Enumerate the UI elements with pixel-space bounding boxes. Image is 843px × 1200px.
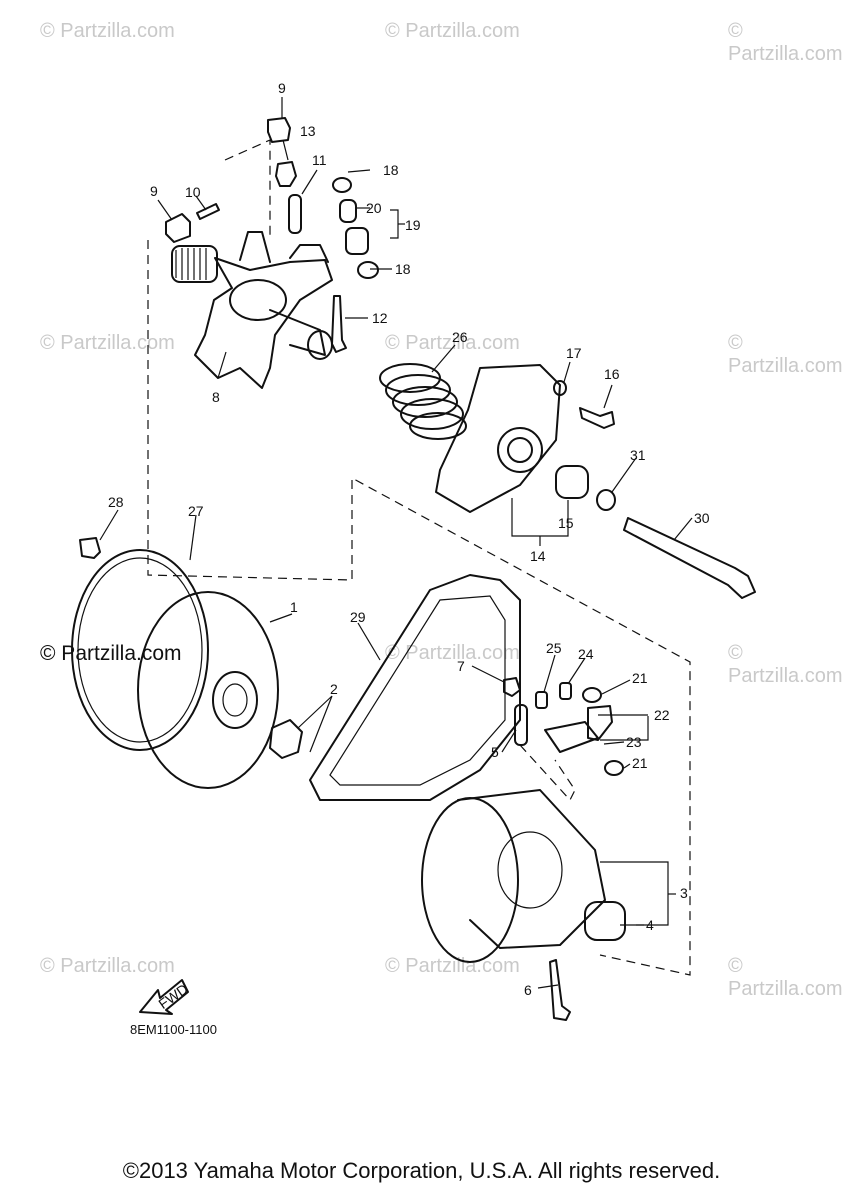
arm-part-22	[587, 705, 613, 741]
bolt-part-6	[549, 959, 571, 1021]
leader-lines	[99, 97, 693, 989]
washer-part-21-bottom	[604, 760, 624, 776]
callout-label: 23	[626, 734, 642, 750]
watermark-lower-center: © Partzilla.com	[385, 642, 520, 664]
callout-label: 13	[300, 123, 316, 139]
callout-label: 26	[452, 329, 468, 345]
copyright-notice: ©2013 Yamaha Motor Corporation, U.S.A. A…	[122, 1158, 721, 1183]
callout-label: 18	[395, 261, 411, 277]
callout-label: 10	[185, 184, 201, 200]
callout-label: 30	[694, 510, 710, 526]
ring-gear-part-27	[71, 549, 209, 751]
pin-part-10	[196, 203, 220, 220]
cover-plate-part-14	[435, 364, 561, 513]
callout-label: 21	[632, 755, 648, 771]
diagram-code: 8EM1100-1100	[130, 1022, 217, 1037]
lower-guide-dash	[519, 744, 576, 802]
callout-label: 12	[372, 310, 388, 326]
movable-sheave-part-3	[421, 789, 606, 963]
plate-part-23	[544, 721, 599, 753]
slider-block-part-9-top	[267, 117, 291, 143]
watermark-bottom-center: © Partzilla.com	[385, 955, 520, 977]
callout-label: 29	[350, 609, 366, 625]
pin-part-25	[535, 691, 548, 709]
callout-label: 3	[680, 885, 688, 901]
washer-part-18-top	[332, 177, 352, 193]
callout-label: 4	[646, 917, 654, 933]
callout-label: 9	[150, 183, 158, 199]
long-bolt-part-30	[623, 517, 756, 599]
fwd-arrow-icon: FWD	[139, 979, 191, 1015]
callout-label: 24	[578, 646, 594, 662]
watermark-bottom-left: © Partzilla.com	[40, 955, 175, 977]
callout-label: 5	[491, 744, 499, 760]
watermark-mid-center: © Partzilla.com	[385, 332, 520, 354]
spider-hub-part-8	[171, 231, 333, 389]
spring-part-26	[379, 363, 467, 440]
washer-part-31	[596, 489, 616, 511]
bushing-part-4	[584, 901, 626, 941]
pin-part-24	[559, 682, 572, 700]
callout-label: 14	[530, 548, 546, 564]
nut-part-7	[503, 677, 521, 697]
callout-label: 27	[188, 503, 204, 519]
slider-block-part-9-left	[165, 213, 191, 243]
nut-part-13	[275, 161, 297, 187]
callout-label: 28	[108, 494, 124, 510]
callout-label: 20	[366, 200, 382, 216]
assembly-boundary	[147, 240, 691, 976]
watermark-top-right: © Partzilla.com	[728, 20, 843, 65]
bushing-part-15	[555, 465, 589, 499]
callout-label: 11	[312, 152, 327, 168]
callout-label: 15	[558, 515, 574, 531]
washer-part-18-bottom	[357, 261, 379, 279]
watermark-mid-left: © Partzilla.com	[40, 332, 175, 354]
drive-belt-part-29	[309, 574, 521, 801]
callout-labels: 1 2 3 4 5 6 7 8 9 9 10 11 12 13 14 15 16…	[108, 80, 710, 998]
callout-label: 8	[212, 389, 220, 405]
callout-label: 7	[457, 658, 465, 674]
watermark-mid-right: © Partzilla.com	[728, 332, 843, 377]
bushing-part-19	[345, 227, 369, 255]
watermark-emphasis-left: © Partzilla.com	[40, 642, 182, 665]
watermark-lower-right: © Partzilla.com	[728, 642, 843, 687]
washer-part-17	[553, 380, 567, 396]
fixed-sheave-part-1	[137, 591, 279, 789]
collar-part-20	[339, 199, 357, 223]
callout-label: 17	[566, 345, 582, 361]
callout-label: 19	[405, 217, 421, 233]
collar-part-2	[269, 719, 303, 759]
watermark-top-center: © Partzilla.com	[385, 20, 520, 42]
hub-bracket-dash	[224, 139, 271, 235]
callout-label: 1	[290, 599, 298, 615]
watermark-top-left: © Partzilla.com	[40, 20, 175, 42]
callout-label: 25	[546, 640, 562, 656]
callout-label: 22	[654, 707, 670, 723]
callout-label: 21	[632, 670, 648, 686]
bolt-part-12	[331, 295, 347, 353]
callout-label: 18	[383, 162, 399, 178]
bolt-part-16	[579, 407, 615, 429]
callout-label: 2	[330, 681, 338, 697]
callout-label: 16	[604, 366, 620, 382]
callout-label: 9	[278, 80, 286, 96]
watermark-bottom-right: © Partzilla.com	[728, 955, 843, 1000]
washer-part-21-top	[582, 687, 602, 703]
pin-part-11	[288, 194, 302, 234]
callout-label: 6	[524, 982, 532, 998]
bolt-part-28	[79, 537, 101, 559]
pin-part-5	[514, 704, 528, 746]
callout-label: 31	[630, 447, 646, 463]
